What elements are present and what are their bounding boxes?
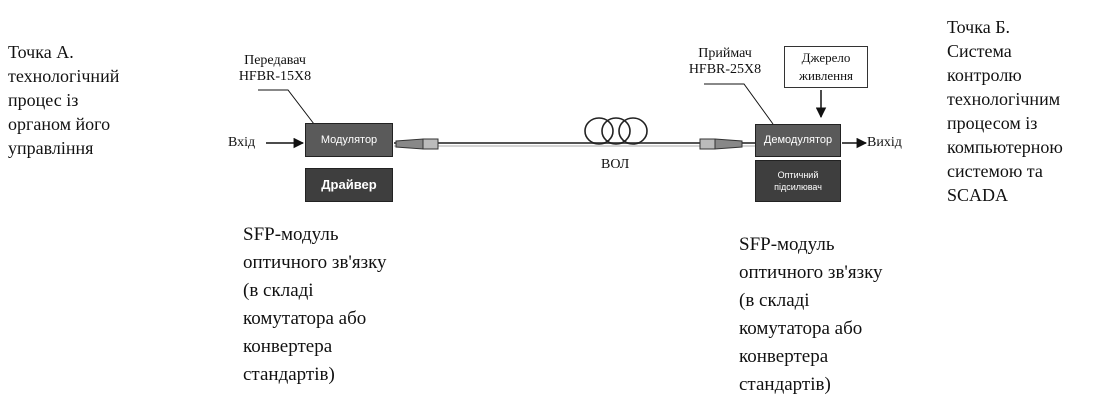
point-b-line: компьютерною [947, 137, 1063, 157]
sfp-right-description: SFP-модуль оптичного зв'язку (в складі к… [739, 231, 979, 397]
demodulator-block: Демодулятор [755, 124, 841, 157]
point-b-line: процесом із [947, 113, 1038, 133]
transmitter-model: HFBR-15X8 [238, 69, 312, 84]
right-connector [699, 138, 716, 150]
power-supply-line: Джерело [801, 50, 851, 65]
point-b-line: системою та [947, 161, 1043, 181]
point-a-line: Точка А. [8, 42, 74, 62]
driver-block: Драйвер [305, 168, 393, 202]
amplifier-line: Оптичний [777, 170, 819, 180]
sfp-left-line: комутатора або [243, 308, 367, 329]
point-b-description: Точка Б. Система контролю технологічним … [947, 15, 1102, 207]
receiver-model: HFBR-25X8 [688, 62, 762, 77]
optical-amplifier-block: Оптичний підсилювач [755, 160, 841, 202]
input-label: Вхід [228, 135, 256, 150]
point-b-line: Точка Б. [947, 17, 1011, 37]
sfp-right-line: SFP-модуль [739, 234, 835, 255]
transmitter-title: Передавач [244, 53, 306, 68]
left-connector [395, 138, 424, 150]
transmitter-leader-line [258, 89, 315, 125]
sfp-left-line: конвертера [243, 336, 333, 357]
sfp-left-description: SFP-модуль оптичного зв'язку (в складі к… [243, 221, 483, 389]
amplifier-line: підсилювач [774, 182, 822, 192]
point-a-line: технологічний [8, 66, 120, 86]
sfp-left-line: SFP-модуль [243, 224, 339, 245]
sfp-left-line: стандартів) [243, 364, 335, 385]
receiver-leader-line [704, 83, 774, 125]
point-b-line: SCADA [947, 185, 1009, 205]
output-label: Вихід [867, 135, 902, 150]
point-a-line: процес із [8, 90, 79, 110]
point-a-line: управління [8, 138, 94, 158]
transmitter-label: Передавач HFBR-15X8 [225, 53, 325, 85]
receiver-label: Приймач HFBR-25X8 [670, 46, 780, 78]
point-a-line: органом його [8, 114, 111, 134]
power-supply-line: живлення [798, 68, 854, 83]
sfp-right-line: комутатора або [739, 318, 863, 339]
power-supply-box: Джерело живлення [784, 46, 868, 88]
sfp-right-line: (в складі [739, 290, 810, 311]
receiver-title: Приймач [698, 46, 752, 61]
fiber-label: ВОЛ [601, 157, 630, 172]
fiber-coil-icon [584, 117, 648, 145]
point-a-description: Точка А. технологічний процес із органом… [8, 40, 188, 160]
sfp-right-line: стандартів) [739, 374, 831, 395]
sfp-left-line: оптичного зв'язку [243, 252, 387, 273]
point-b-line: Система [947, 41, 1012, 61]
point-b-line: контролю [947, 65, 1022, 85]
modulator-block: Модулятор [305, 123, 393, 157]
sfp-right-line: конвертера [739, 346, 829, 367]
sfp-left-line: (в складі [243, 280, 314, 301]
point-b-line: технологічним [947, 89, 1061, 109]
sfp-right-line: оптичного зв'язку [739, 262, 883, 283]
